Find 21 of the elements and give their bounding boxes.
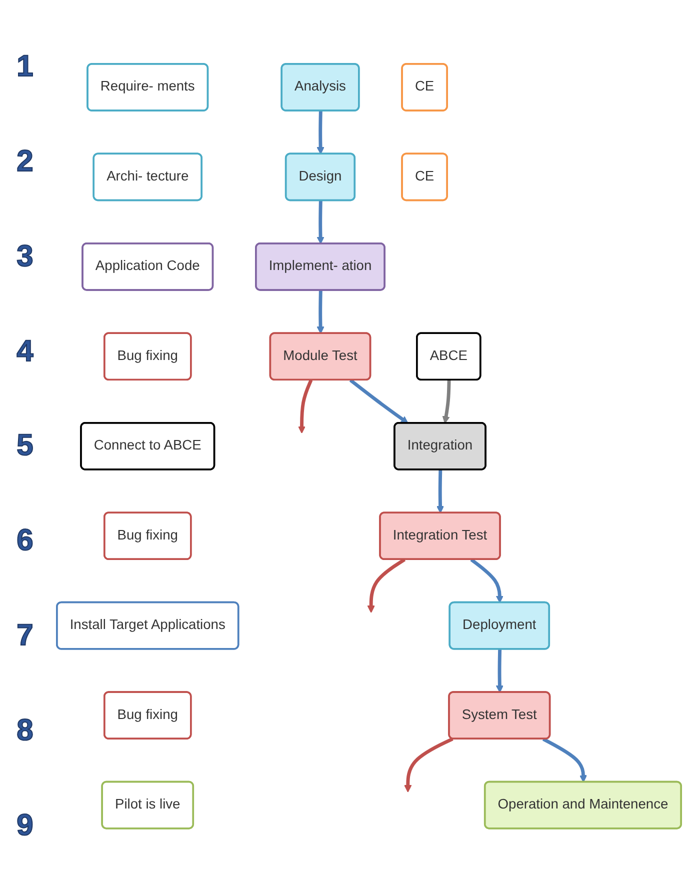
step-number: 1: [16, 50, 34, 84]
step-number: 8: [16, 714, 34, 748]
step-number: 7: [16, 618, 34, 653]
arrow: [316, 111, 324, 155]
step-number: 3: [16, 240, 34, 274]
step-number: 5: [16, 429, 34, 464]
arrow: [470, 558, 504, 604]
step-number: 2: [16, 145, 34, 180]
arrow: [496, 650, 504, 694]
arrow: [316, 290, 324, 334]
arrow: [316, 201, 324, 245]
arrow: [349, 379, 408, 424]
arrow: [436, 470, 444, 514]
arrow: [442, 380, 451, 424]
arrow: [298, 380, 313, 434]
step-number: 4: [16, 334, 34, 369]
arrow: [367, 558, 406, 614]
arrow: [404, 738, 454, 793]
step-number: 9: [16, 808, 34, 842]
step-number: 6: [16, 524, 34, 558]
arrow: [542, 738, 588, 783]
